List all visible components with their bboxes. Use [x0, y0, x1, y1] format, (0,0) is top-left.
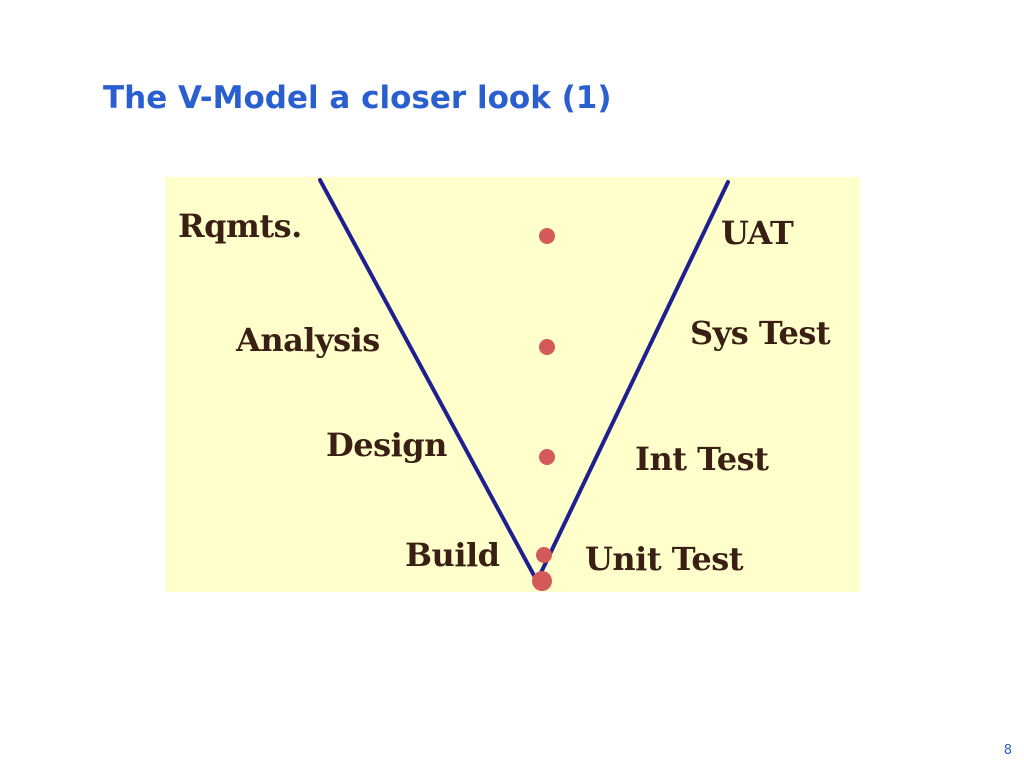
phase-label-sys-test: Sys Test [690, 314, 831, 352]
phase-label-design: Design [326, 426, 447, 464]
phase-label-unit-test: Unit Test [585, 540, 744, 578]
v-left-arm [318, 178, 539, 583]
phase-label-analysis: Analysis [236, 321, 380, 359]
phase-label-int-test: Int Test [635, 440, 769, 478]
phase-label-uat: UAT [721, 214, 794, 252]
level-marker-analysis [539, 339, 555, 355]
v-model-diagram: Rqmts. Analysis Design Build UAT Sys Tes… [165, 177, 860, 592]
v-right-arm [535, 180, 730, 583]
v-model-graphic [318, 178, 730, 591]
level-marker-build [536, 547, 552, 563]
v-vertex-marker [532, 571, 552, 591]
level-marker-rqmts [539, 228, 555, 244]
phase-label-rqmts: Rqmts. [178, 207, 302, 245]
level-marker-design [539, 449, 555, 465]
slide-title: The V-Model a closer look (1) [103, 80, 612, 116]
phase-label-build: Build [405, 536, 500, 574]
page-number: 8 [1003, 743, 1012, 758]
